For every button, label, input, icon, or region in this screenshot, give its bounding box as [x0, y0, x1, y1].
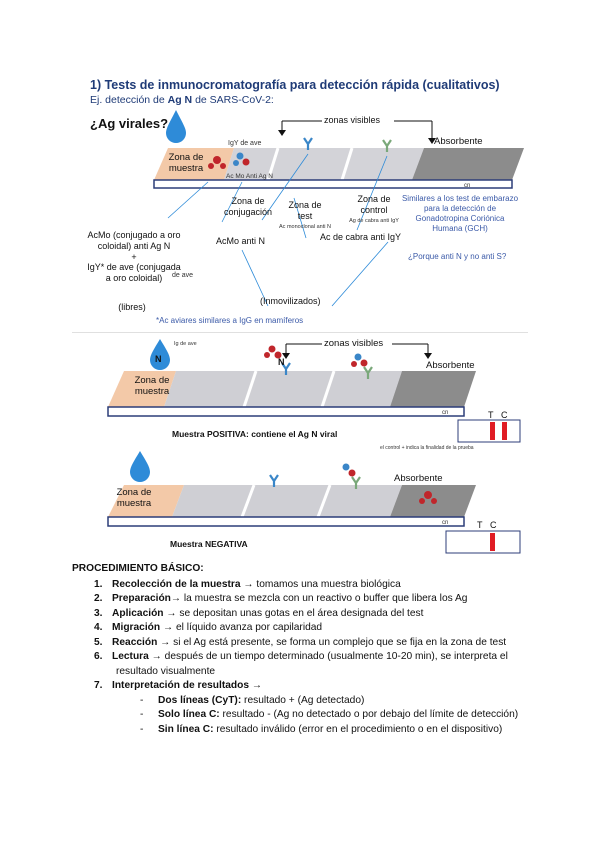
zonas-visibles-label-2: zonas visibles — [324, 338, 383, 349]
zona-control-small: Ag de cabra anti IgY — [349, 218, 399, 224]
zona-control-label: Zona de control Ag de cabra anti IgY — [344, 194, 404, 227]
result-window-positive — [457, 419, 521, 443]
strip-base-positive — [107, 406, 465, 417]
procedure-step: 6.Lectura → después de un tiempo determi… — [94, 651, 508, 677]
result-interpretation-list: Dos líneas (CyT): resultado + (Ag detect… — [116, 694, 542, 738]
positiva-prefix: Muestra POSITIVA: contiene el — [172, 429, 296, 439]
igy-conjugado-label: IgY* de ave (conjugada a oro coloidal) — [87, 262, 181, 283]
antigen-in-absorbent-icon — [419, 491, 437, 504]
plus-sign: + — [131, 252, 137, 262]
control-note: el control + indica la finalidad de la p… — [380, 445, 474, 451]
ac-aviares-note: *Ac aviares similares a IgG en mamíferos — [156, 316, 304, 325]
procedure-step: 5.Reacción → si el Ag está presente, se … — [94, 636, 507, 648]
strip-absorbent — [412, 148, 524, 180]
procedure-step: 2.Preparación→ la muestra se mezcla con … — [94, 593, 468, 604]
antigen-antibody-complex-icon — [208, 152, 250, 169]
subtitle-prefix: Ej. detección de — [90, 94, 165, 106]
procedure-title: PROCEDIMIENTO BÁSICO: — [72, 563, 204, 574]
t-label-negative: T — [477, 520, 483, 530]
ag-virales-question: ¿Ag virales? — [90, 116, 169, 131]
procedure-step: 1.Recolección de la muestra → tomamos un… — [94, 578, 401, 590]
cn-tag-2: cn — [442, 410, 448, 416]
procedure-section: PROCEDIMIENTO BÁSICO: 1.Recolección de l… — [72, 562, 542, 737]
procedure-step: 3.Aplicación → se depositan unas gotas e… — [94, 607, 424, 619]
control-line-negative — [490, 533, 495, 551]
control-line-positive — [502, 422, 507, 440]
zona-control-text: Zona de control — [357, 194, 391, 215]
small-de-ave-label: de ave — [172, 272, 194, 279]
negativa-bold: NEGATIVA — [204, 539, 248, 549]
absorbente-label-2: Absorbente — [426, 360, 475, 371]
positiva-bold: Ag N viral — [297, 429, 338, 439]
strip-middle-negative — [172, 485, 402, 517]
strip-base — [153, 179, 513, 189]
zona-test-small: Ac monoclonal anti N — [279, 224, 331, 230]
ac-mo-tag: Ac Mo Anti Ag N — [226, 173, 273, 180]
result-item: Sin línea C: resultado inválido (error e… — [140, 723, 542, 738]
procedure-steps: 1.Recolección de la muestra → tomamos un… — [72, 578, 542, 738]
acmo-anti-n-label: AcMo anti N — [216, 236, 266, 246]
negativa-caption: Muestra NEGATIVA — [170, 539, 248, 549]
n-badge: N — [155, 354, 162, 364]
drop-icon — [150, 339, 170, 370]
zona-conjugacion-label: Zona de conjugación — [223, 196, 273, 217]
t-label-positive: T — [488, 410, 494, 420]
drop-icon — [166, 110, 186, 143]
strip-base-negative — [107, 516, 465, 527]
zonas-visibles-label: zonas visibles — [324, 115, 381, 125]
zona-test-text: Zona de test — [288, 200, 322, 221]
zona-muestra-label-2: Zona de muestra — [134, 375, 170, 397]
subtitle-suffix: de SARS-CoV-2: — [195, 94, 274, 106]
subtitle-bold: Ag N — [167, 94, 193, 106]
libres-label: (libres) — [118, 302, 146, 312]
c-label-negative: C — [490, 520, 497, 530]
result-item: Solo línea C: resultado - (Ag no detecta… — [140, 708, 542, 723]
igy-ave-label: IgY de ave — [228, 140, 261, 147]
strip-sample-zone — [154, 148, 234, 180]
result-window-negative — [445, 530, 521, 554]
zona-muestra-label: Zona de muestra — [168, 152, 204, 174]
note-porque: ¿Porque anti N y no anti S? — [408, 252, 507, 261]
n-small-label: N — [278, 357, 285, 367]
captured-complex-control-icon — [351, 353, 373, 379]
negativa-prefix: Muestra — [170, 539, 203, 549]
test-line-positive — [490, 422, 495, 440]
note-similar: Similares a los test de embarazo para la… — [401, 194, 519, 233]
antibody-test-line-icon — [303, 137, 313, 150]
zona-muestra-label-3: Zona de muestra — [116, 487, 152, 509]
diagram-slide-1: 1) Tests de inmunocromatografía para det… — [72, 70, 528, 333]
free-complex-control-icon — [342, 463, 361, 489]
ac-cabra-label: Ac de cabra anti IgY — [320, 232, 402, 242]
slide-1-title: 1) Tests de inmunocromatografía para det… — [90, 78, 500, 92]
result-item: Dos líneas (CyT): resultado + (Ag detect… — [140, 694, 542, 709]
inmovilizados-label: (Inmovilizados) — [260, 296, 321, 306]
c-label-positive: C — [501, 410, 508, 420]
free-antibody-test-icon — [269, 474, 279, 487]
acmo-conjugado-label: AcMo (conjugado a oro coloidal) anti Ag … — [87, 230, 181, 251]
absorbente-label: Absorbente — [434, 136, 483, 147]
procedure-step: 7.Interpretación de resultados → Dos lín… — [94, 679, 542, 738]
strip-sample-zone-negative — [108, 485, 184, 517]
strip-absorbent-positive — [390, 371, 476, 407]
zona-test-label: Zona de test Ac monoclonal anti N — [270, 200, 340, 233]
strip-sample-zone-positive — [108, 371, 176, 407]
captured-complex-test-icon — [264, 345, 291, 375]
strip-diagram-1: cn zonas visibles Absorbente IgY de ave … — [153, 110, 524, 307]
ig-ave-label: Ig de ave — [174, 341, 197, 347]
cn-tag-3: cn — [442, 520, 448, 526]
positiva-caption: Muestra POSITIVA: contiene el Ag N viral — [172, 429, 337, 439]
absorbente-label-3: Absorbente — [394, 473, 443, 484]
strip-diagram-2: N Ig de ave zonas visibles Absorbente cn… — [107, 337, 521, 554]
antibody-control-line-icon — [382, 139, 392, 152]
diagram-slide-2: N Ig de ave zonas visibles Absorbente cn… — [72, 335, 528, 560]
cn-tag: cn — [464, 183, 470, 189]
strip-middle-positive — [164, 371, 402, 407]
procedure-step: 4.Migración → el líquido avanza por capi… — [94, 622, 323, 633]
slide-1-subtitle: Ej. detección de Ag N de SARS-CoV-2: — [90, 94, 274, 106]
drop-icon-negative — [130, 451, 150, 482]
